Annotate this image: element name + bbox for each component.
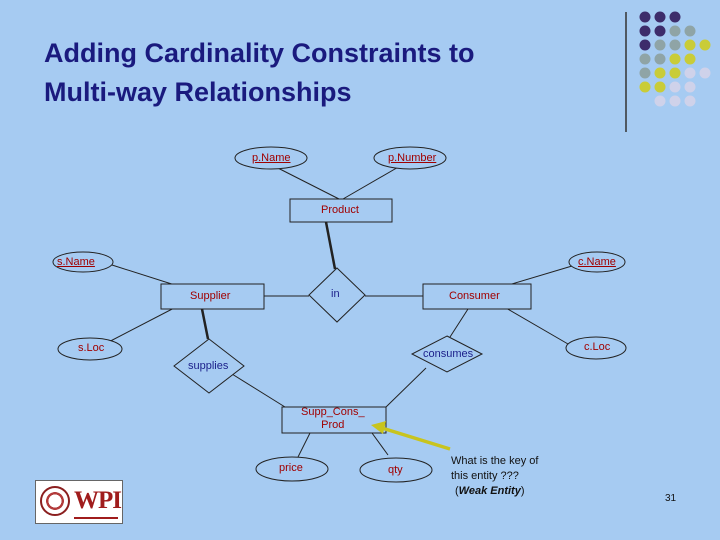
edge-consumer-consumes	[449, 308, 469, 338]
dot	[684, 53, 696, 65]
note-weak-entity-term: Weak Entity	[458, 485, 521, 497]
dot	[654, 67, 666, 79]
relationship-consumes-label: consumes	[423, 348, 474, 360]
note-line-1: What is the key of	[451, 455, 539, 467]
dot	[654, 25, 666, 37]
dot	[669, 53, 681, 65]
dot	[639, 39, 651, 51]
note-paren-close: )	[520, 485, 525, 497]
relationship-in-label: in	[331, 288, 340, 300]
attribute-pnumber-label: p.Number	[388, 152, 437, 164]
attribute-shapes	[52, 146, 627, 483]
attribute-sloc-label: s.Loc	[78, 342, 105, 354]
dot	[639, 11, 651, 23]
attribute-qty-label: qty	[388, 464, 403, 476]
dot	[669, 25, 681, 37]
dot	[684, 39, 696, 51]
entity-product-label: Product	[321, 204, 359, 216]
dot	[639, 25, 651, 37]
note-paren-open: (	[455, 485, 459, 497]
entity-consumer-label: Consumer	[449, 290, 500, 302]
wpi-seal-icon	[40, 486, 70, 516]
dot	[654, 53, 666, 65]
attribute-pnumber-shape	[373, 146, 447, 170]
entity-shapes	[160, 198, 532, 434]
slide-title-line-2: Multi-way Relationships	[44, 77, 352, 107]
dot	[684, 81, 696, 93]
attribute-cname-shape	[568, 251, 626, 273]
weak-entity-note: What is the key of this entity ??? (Weak…	[451, 454, 538, 499]
edge-sname-supplier	[111, 264, 179, 287]
attribute-sname-shape	[52, 251, 114, 273]
wpi-logo: WPI	[35, 480, 123, 524]
dot	[684, 95, 696, 107]
attribute-price-label: price	[279, 462, 303, 474]
dot	[639, 53, 651, 65]
dot	[669, 67, 681, 79]
relationship-consumes-shape	[410, 335, 484, 373]
attribute-sname-label: s.Name	[57, 256, 95, 268]
entity-supplier-label: Supplier	[190, 290, 231, 302]
relationship-supplies-label: supplies	[188, 360, 229, 372]
entity-supp-cons-prod-label-line-2: Prod	[321, 419, 345, 431]
attribute-cname-label: c.Name	[578, 256, 616, 268]
note-line-2: this entity ???	[451, 470, 519, 482]
note-line-3: (Weak Entity)	[455, 484, 538, 499]
dot	[669, 39, 681, 51]
entity-consumer-shape	[422, 283, 532, 310]
edge-supplies-scp	[231, 373, 286, 408]
relationship-in-shape	[308, 267, 366, 323]
edge-product-in	[324, 221, 337, 270]
attribute-sloc-shape	[57, 337, 123, 361]
entity-product-shape	[289, 198, 393, 223]
wpi-logo-text: WPI	[74, 487, 122, 514]
edge-scp-qty	[371, 432, 389, 456]
decorative-dot-grid	[639, 11, 711, 107]
slide-title: Adding Cardinality Constraints to Multi-…	[44, 34, 475, 112]
attribute-pname-shape	[234, 146, 308, 170]
entity-supp-cons-prod-label-line-1: Supp_Cons_	[301, 406, 365, 418]
attribute-cloc-shape	[565, 336, 627, 360]
attribute-price-shape	[255, 456, 329, 482]
page-number: 31	[665, 493, 677, 504]
relationship-supplies-shape	[173, 338, 245, 394]
entity-supp-cons-prod-shape	[281, 406, 387, 434]
dot	[669, 81, 681, 93]
attribute-cloc-label: c.Loc	[584, 341, 611, 353]
edge-cname-consumer	[504, 265, 573, 287]
dot	[669, 11, 681, 23]
edge-scp-price	[297, 432, 311, 458]
edge-supplier-supplies	[200, 308, 210, 340]
dot	[684, 67, 696, 79]
wpi-logo-underline	[74, 517, 118, 519]
dot	[654, 81, 666, 93]
edge-consumes-scp	[385, 367, 427, 408]
slide-title-line-1: Adding Cardinality Constraints to	[44, 38, 475, 68]
dot	[654, 39, 666, 51]
highlight-arrow-shaft	[381, 426, 451, 451]
dot	[654, 11, 666, 23]
dot	[699, 39, 711, 51]
edge-cloc-consumer	[505, 307, 569, 345]
entity-supp-cons-prod-label: Supp_Cons_ Prod	[301, 406, 365, 432]
dot	[654, 95, 666, 107]
attribute-pname-label: p.Name	[252, 152, 291, 164]
relationship-shapes	[173, 267, 484, 394]
highlight-arrow-head	[371, 421, 386, 434]
dot	[639, 67, 651, 79]
dot	[669, 95, 681, 107]
attribute-qty-shape	[359, 457, 433, 483]
dot	[684, 25, 696, 37]
entity-supplier-shape	[160, 283, 265, 310]
dot	[699, 67, 711, 79]
dot	[639, 81, 651, 93]
